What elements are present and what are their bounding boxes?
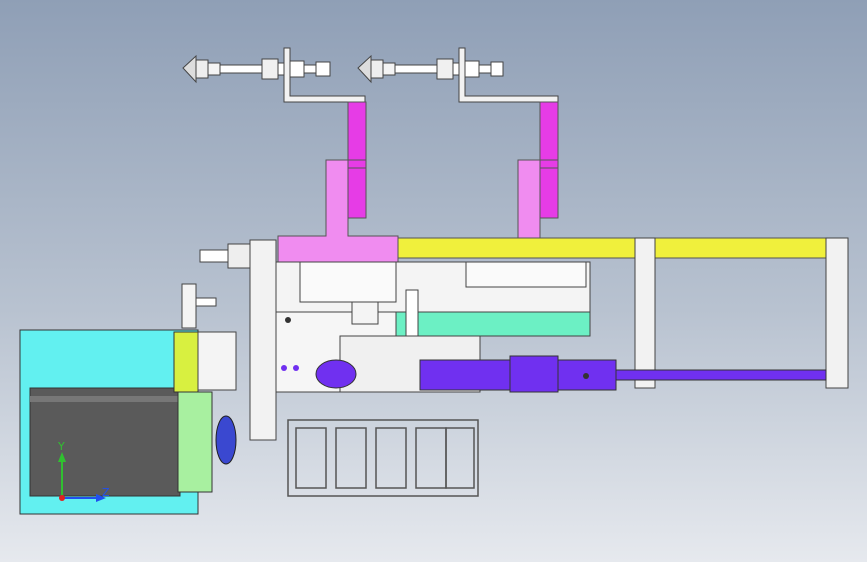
suction-cup-left[interactable] [182,54,331,84]
axis-z-label: Z [102,486,110,499]
axis-y-label: Y [58,440,65,453]
suction-cup-right[interactable] [357,54,504,84]
yellow-guide-rod[interactable] [397,237,845,259]
coordinate-triad: Y Z [50,440,120,510]
rod-support-end[interactable] [825,237,849,389]
purple-knob[interactable] [315,359,357,389]
mint-plate[interactable] [395,311,591,337]
pink-block-left[interactable] [277,159,399,263]
bracket-right[interactable] [458,47,559,103]
side-plate[interactable] [249,239,277,441]
rod-support-mid[interactable] [634,237,656,389]
bracket-left[interactable] [283,47,366,103]
sensor-body[interactable] [351,301,379,325]
motor-flange-lime[interactable] [173,331,199,393]
fitting-top-left[interactable] [181,243,251,329]
pink-block-right[interactable] [517,159,541,241]
motor-flange-green[interactable] [177,391,213,493]
motor-side-dark[interactable] [29,387,181,497]
pulley[interactable] [215,415,237,465]
drag-chain[interactable] [287,419,479,497]
